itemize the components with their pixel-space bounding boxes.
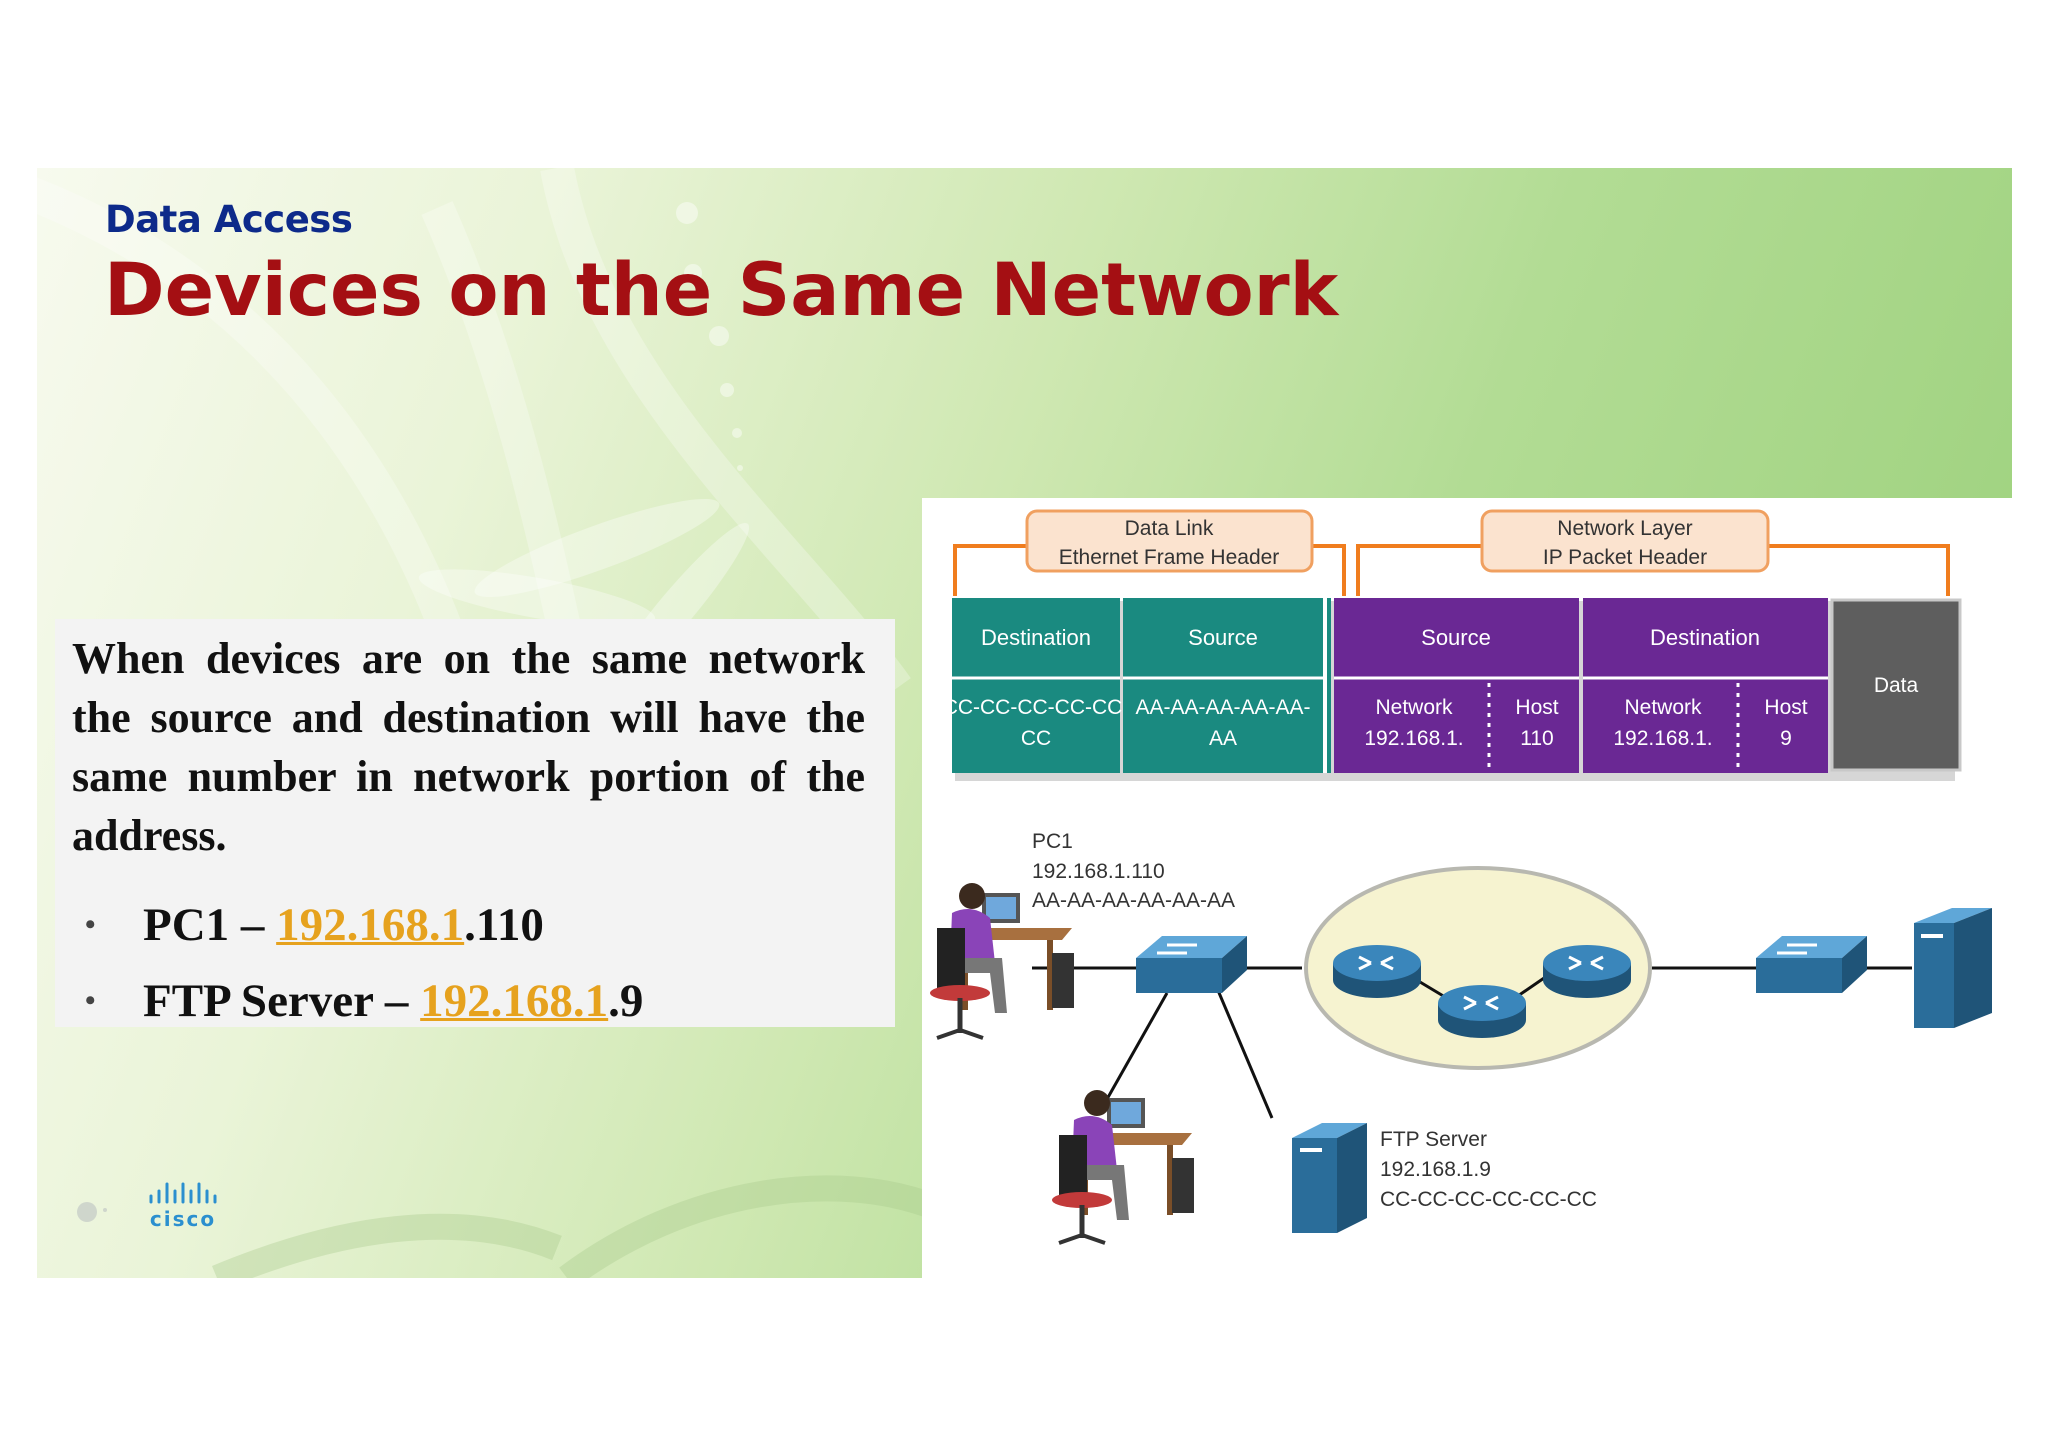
pc1-label: PC1 192.168.1.110 AA-AA-AA-AA-AA-AA xyxy=(1032,830,1235,912)
ip-src-network-value: 192.168.1. xyxy=(1364,727,1463,750)
switch-right-icon xyxy=(1756,936,1867,993)
bullet-name: FTP Server – xyxy=(143,975,421,1027)
eth-dest-mac-line2: CC xyxy=(1021,727,1051,750)
data-link-header: Data Link Ethernet Frame Header xyxy=(1025,509,1314,573)
router-icon xyxy=(1438,985,1526,1038)
router-icon xyxy=(1333,945,1421,998)
pc1-workstation-icon xyxy=(930,883,1074,1040)
ip-destination-field: Destination Network 192.168.1. Host 9 xyxy=(1583,598,1828,773)
network-portion-link[interactable]: 192.168.1 xyxy=(276,899,465,951)
ip-src-host-label: Host xyxy=(1515,696,1558,719)
eth-src-mac-line2: AA xyxy=(1209,727,1237,750)
ip-src-label: Source xyxy=(1421,625,1491,650)
host-portion: .110 xyxy=(464,899,544,951)
ip-dest-label: Destination xyxy=(1650,625,1760,650)
network-layer-header: Network Layer IP Packet Header xyxy=(1480,509,1770,573)
bullet-icon: • xyxy=(85,908,96,941)
workstation-icon xyxy=(1052,1090,1194,1245)
eth-dest-label: Destination xyxy=(981,625,1091,650)
router-icon xyxy=(1543,945,1631,998)
logo-text: cisco xyxy=(150,1207,216,1231)
network-layer-label: Network Layer xyxy=(1557,517,1692,540)
data-label: Data xyxy=(1874,674,1919,697)
network-diagram: Data Link Ethernet Frame Header Network … xyxy=(922,498,2012,1278)
eth-destination-field: Destination CC-CC-CC-CC-CC- CC xyxy=(943,598,1130,773)
eth-dest-mac-line1: CC-CC-CC-CC-CC- xyxy=(943,696,1130,719)
data-field: Data xyxy=(1830,598,1962,772)
ftp-server-icon xyxy=(1292,1123,1367,1233)
ip-dest-host-value: 9 xyxy=(1780,727,1792,750)
cisco-logo: cisco xyxy=(77,1182,217,1231)
list-item: • FTP Server – 192.168.1.9 xyxy=(85,963,643,1039)
ip-header-label: IP Packet Header xyxy=(1543,546,1707,569)
network-portion-link[interactable]: 192.168.1 xyxy=(420,975,609,1027)
ethernet-header-label: Ethernet Frame Header xyxy=(1059,546,1280,569)
slide: Data Access Devices on the Same Network … xyxy=(37,168,2012,1278)
ip-dest-network-label: Network xyxy=(1624,696,1702,719)
bullet-icon: • xyxy=(85,984,96,1017)
network-cloud xyxy=(1304,866,1652,1070)
eth-src-label: Source xyxy=(1188,625,1258,650)
ip-src-host-value: 110 xyxy=(1520,727,1553,750)
text-panel: When devices are on the same network the… xyxy=(55,619,895,1027)
pc1-ip: 192.168.1.110 xyxy=(1032,860,1165,883)
ftp-ip: 192.168.1.9 xyxy=(1380,1158,1491,1181)
server-right-icon xyxy=(1914,908,1992,1028)
switch-left-icon xyxy=(1136,936,1247,993)
ftp-mac: CC-CC-CC-CC-CC-CC xyxy=(1380,1188,1597,1211)
eth-src-mac-line1: AA-AA-AA-AA-AA- xyxy=(1135,696,1310,719)
ftp-server-label: FTP Server 192.168.1.9 CC-CC-CC-CC-CC-CC xyxy=(1380,1128,1597,1211)
list-item: • PC1 – 192.168.1.110 xyxy=(85,887,643,963)
bullet-name: PC1 – xyxy=(143,899,277,951)
ftp-name: FTP Server xyxy=(1380,1128,1487,1151)
pc1-mac: AA-AA-AA-AA-AA-AA xyxy=(1032,889,1235,912)
slide-title: Devices on the Same Network xyxy=(104,248,1339,333)
ip-dest-network-value: 192.168.1. xyxy=(1613,727,1712,750)
data-link-label: Data Link xyxy=(1125,517,1214,540)
ip-dest-host-label: Host xyxy=(1764,696,1807,719)
address-list: •PC1 – 192.168.1.110 •FTP Server – 192.1… xyxy=(85,887,643,1039)
pc1-name: PC1 xyxy=(1032,830,1073,853)
eth-source-field: Source AA-AA-AA-AA-AA- AA xyxy=(1123,598,1323,773)
ip-source-field: Source Network 192.168.1. Host 110 xyxy=(1334,598,1579,773)
host-portion: .9 xyxy=(608,975,644,1027)
body-paragraph: When devices are on the same network the… xyxy=(72,634,865,860)
slide-subtitle: Data Access xyxy=(105,198,353,241)
ip-src-network-label: Network xyxy=(1375,696,1453,719)
